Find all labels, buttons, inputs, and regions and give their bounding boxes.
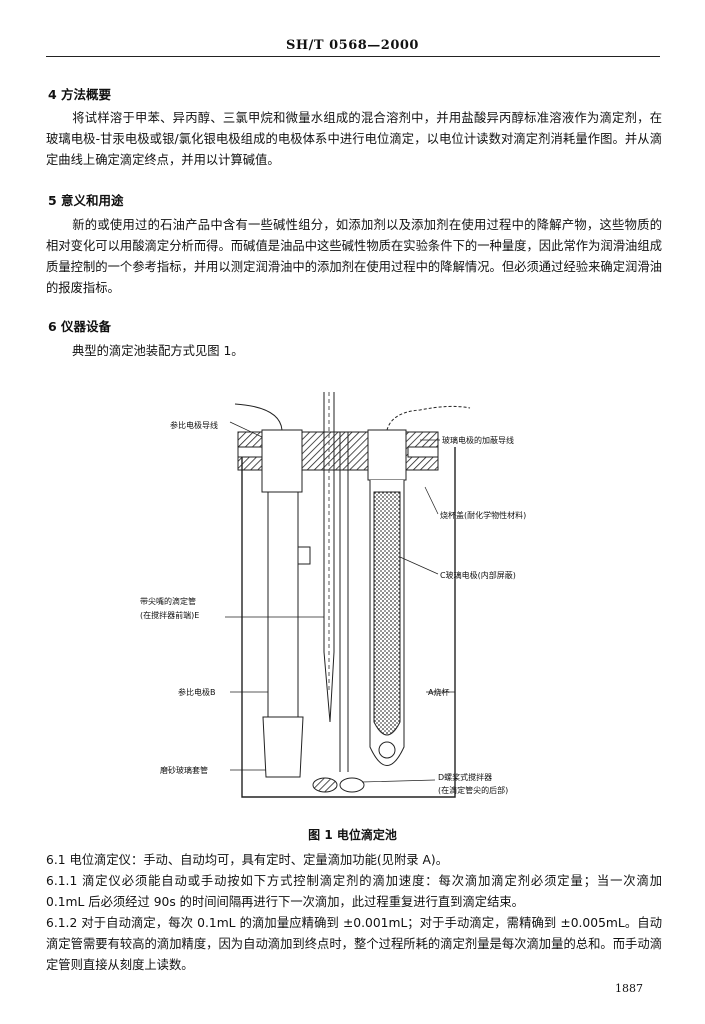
clause-6-1-2: 6.1.2 对于自动滴定，每次 0.1mL 的滴加量应精确到 ±0.001mL；… [46, 916, 662, 972]
stirrer-blade-left [312, 777, 338, 793]
label-beaker: A烧杯 [428, 687, 449, 697]
label-burette-2: (在搅拌器前端)E [140, 610, 199, 620]
header-rule [46, 56, 660, 57]
section-6-heading: 6 仪器设备 [48, 319, 112, 334]
clause-6-1: 6.1 电位滴定仪：手动、自动均可，具有定时、定量滴加功能(见附录 A)。 [46, 853, 448, 867]
glass-bulb [378, 741, 396, 759]
glass-electrode-head [367, 429, 407, 481]
stirrer-rod [339, 432, 349, 772]
ref-electrode-body [267, 491, 299, 718]
section-5-text: 新的或使用过的石油产品中含有一些碱性组分，如添加剂以及添加剂在使用过程中的降解产… [46, 215, 662, 299]
section-4-body: 将试样溶于甲苯、异丙醇、三氯甲烷和微量水组成的混合溶剂中，并用盐酸异丙醇标准溶液… [46, 111, 662, 167]
label-sleeve: 磨砂玻璃套管 [160, 765, 208, 775]
label-glass-lead: 玻璃电极的加蔽导线 [442, 435, 514, 445]
glass-electrode-shield [373, 491, 401, 736]
ref-lead-wire [234, 403, 283, 431]
section-6-text: 典型的滴定池装配方式见图 1。 [46, 341, 662, 362]
glass-lead-wire [386, 405, 471, 431]
section-4-text: 将试样溶于甲苯、异丙醇、三氯甲烷和微量水组成的混合溶剂中，并用盐酸异丙醇标准溶液… [46, 108, 662, 171]
section-5-body: 新的或使用过的石油产品中含有一些碱性组分，如添加剂以及添加剂在使用过程中的降解产… [46, 218, 662, 295]
beaker-outline [241, 447, 456, 798]
section-6-body: 典型的滴定池装配方式见图 1。 [72, 344, 244, 358]
ground-glass-sleeve [262, 716, 304, 778]
label-beaker-cover: 烧杯盖(耐化学物性材料) [440, 510, 526, 520]
label-stirrer-1: D螺桨式搅拌器 [438, 772, 492, 782]
stirrer-blade-right [339, 777, 365, 793]
page-number: 1887 [615, 982, 643, 995]
ref-electrode-head [261, 429, 303, 493]
label-ref-electrode: 参比电极B [178, 687, 216, 697]
titration-cell-diagram: 参比电极导线 玻璃电极的加蔽导线 烧杯盖(耐化学物性材料) C玻璃电极(内部屏蔽… [140, 392, 526, 798]
section-4-heading: 4 方法概要 [48, 87, 112, 102]
label-burette-1: 带尖嘴的滴定管 [140, 596, 196, 606]
label-ref-lead: 参比电极导线 [170, 420, 218, 430]
standard-code-header: SH/T 0568—2000 [286, 38, 419, 53]
label-glass-electrode: C玻璃电极(内部屏蔽) [440, 570, 516, 580]
label-stirrer-2: (在滴定管尖的后部) [438, 785, 508, 795]
clause-6-1-1: 6.1.1 滴定仪必须能自动或手动按如下方式控制滴定剂的滴加速度：每次滴加滴定剂… [46, 874, 662, 909]
figure-caption: 图 1 电位滴定池 [308, 828, 397, 842]
burette-tube [323, 392, 335, 723]
titration-cell-figure: 参比电极导线 玻璃电极的加蔽导线 烧杯盖(耐化学物性材料) C玻璃电极(内部屏蔽… [130, 392, 590, 812]
section-5-heading: 5 意义和用途 [48, 193, 124, 208]
